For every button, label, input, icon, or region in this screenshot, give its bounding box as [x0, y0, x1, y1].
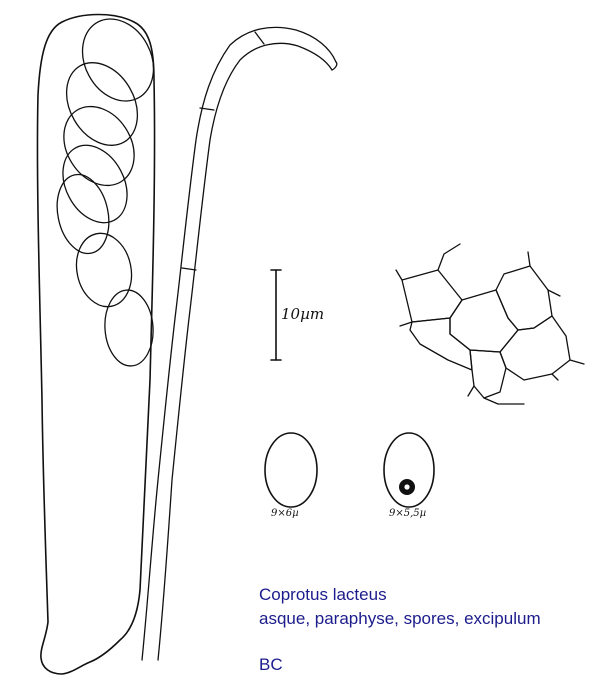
spore-size-label: 9×6µ — [271, 508, 299, 519]
spore-size-label: 9×5,5µ — [389, 508, 427, 519]
paraphysis — [141, 26, 338, 661]
caption-parts: asque, paraphyse, spores, excipulum — [259, 609, 541, 628]
scale-bar-label: 10µm — [281, 305, 325, 323]
spore-left — [264, 432, 318, 508]
ascospores — [56, 18, 155, 367]
ascus — [36, 13, 156, 675]
species-name: Coprotus lacteus — [259, 585, 387, 604]
spore-right — [383, 432, 435, 508]
author-initials: BC — [259, 655, 283, 674]
excipulum — [395, 243, 585, 405]
scale-bar — [270, 269, 282, 361]
